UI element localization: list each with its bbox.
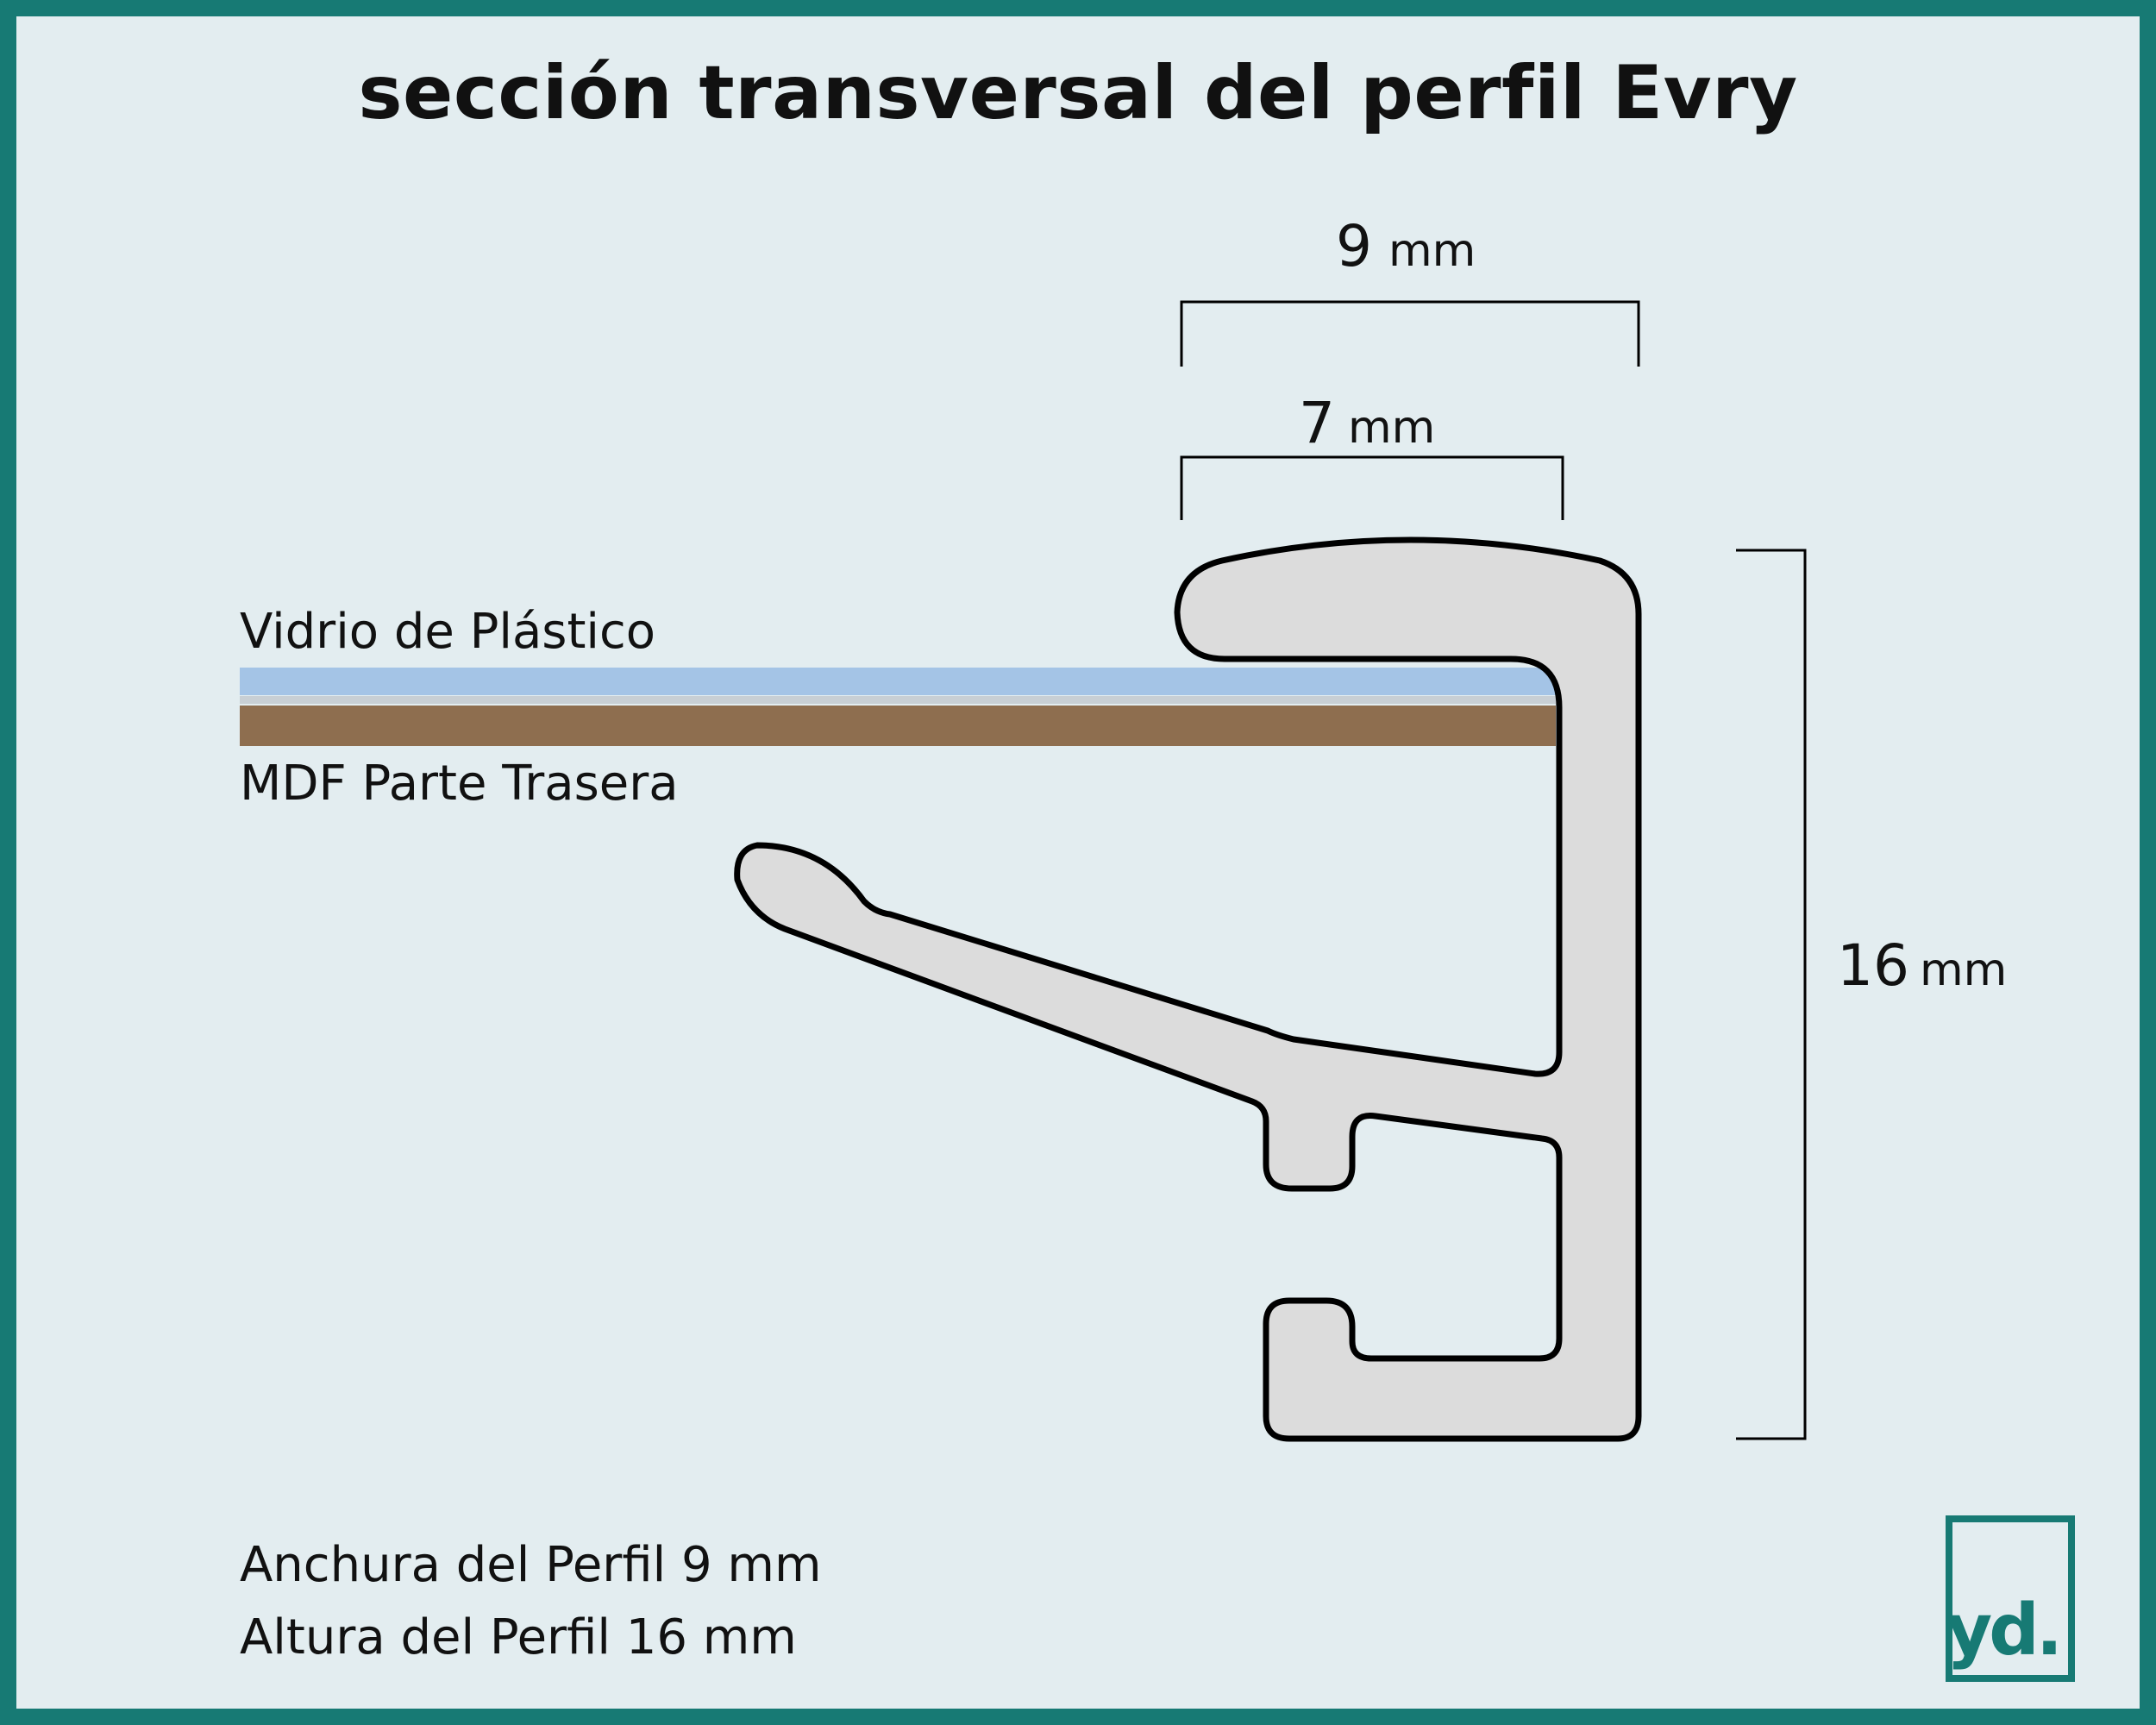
height-value: 16 [1837, 932, 1909, 999]
inner-width-unit: mm [1348, 402, 1435, 454]
glass-layer [240, 668, 1556, 695]
width-bracket-7mm [1180, 455, 1564, 520]
brand-logo: yd. [1946, 1515, 2075, 1682]
outer-width-unit: mm [1388, 225, 1476, 277]
brand-logo-text: yd. [1946, 1590, 2063, 1672]
spec-width: Anchura del Perfil 9 mm [240, 1537, 822, 1593]
height-bracket-16mm [1736, 549, 1807, 1440]
glass-label: Vidrio de Plástico [240, 604, 656, 660]
spec-height: Altura del Perfil 16 mm [240, 1609, 797, 1665]
layer-separator [240, 696, 1556, 704]
profile-cross-section [734, 536, 1642, 1442]
width-bracket-9mm [1180, 300, 1640, 367]
mdf-label: MDF Parte Trasera [240, 756, 679, 812]
diagram-title: sección transversal del perfil Evry [358, 50, 1798, 136]
outer-width-value: 9 [1336, 213, 1372, 279]
inner-width-value: 7 [1299, 390, 1335, 456]
mdf-layer [240, 706, 1556, 746]
height-unit: mm [1920, 944, 2007, 996]
